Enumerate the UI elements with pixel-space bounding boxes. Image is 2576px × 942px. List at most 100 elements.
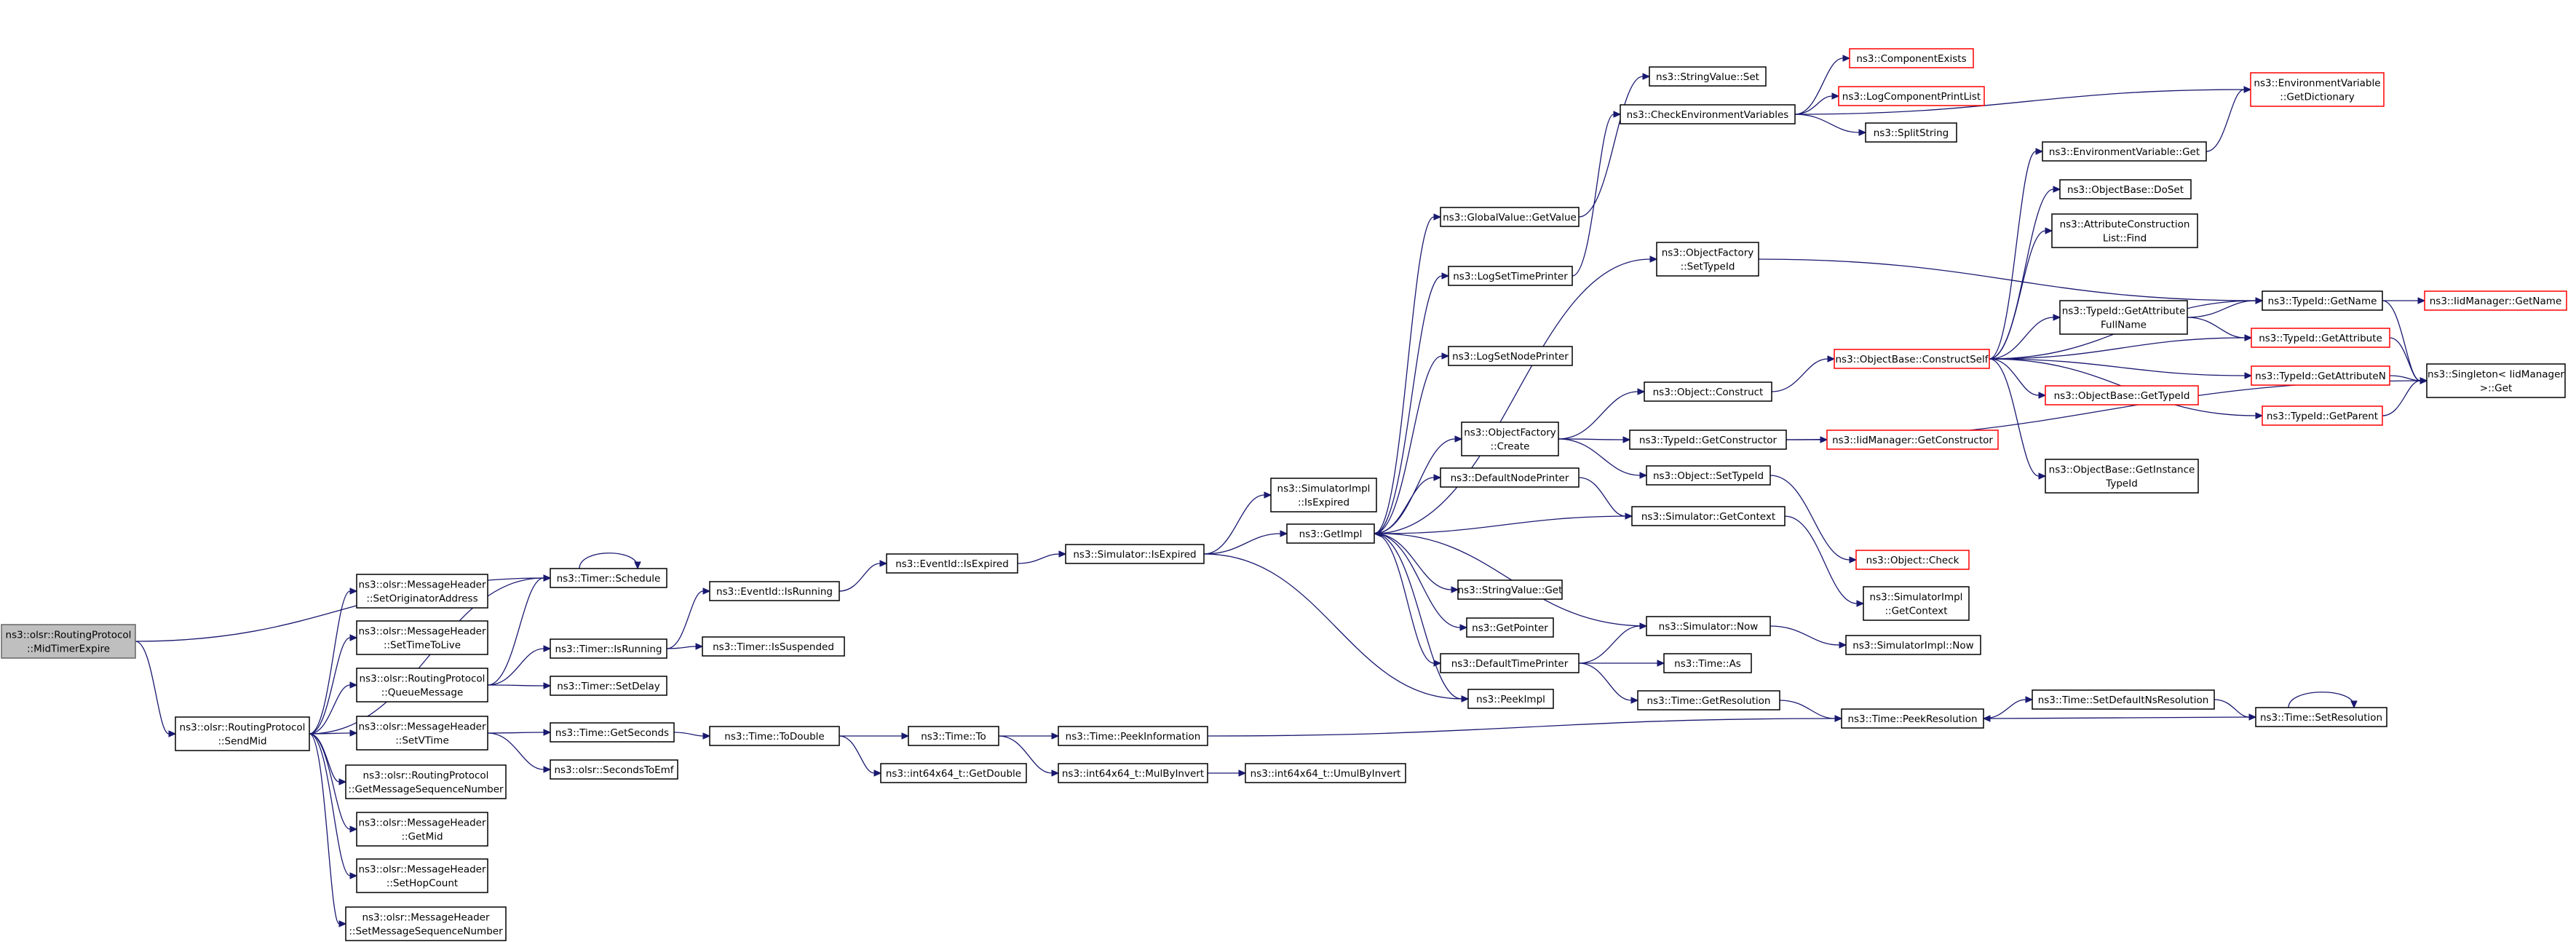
function-node-ob-doset[interactable]: ns3::ObjectBase::DoSet [2059,179,2192,199]
function-node-iidmgr-getconstructor[interactable]: ns3::IidManager::GetConstructor [1826,430,1999,450]
function-node-rp-getseq[interactable]: ns3::olsr::RoutingProtocol::GetMessageSe… [345,764,507,799]
function-node-eventid-isexpired[interactable]: ns3::EventId::IsExpired [886,553,1018,574]
call-edge-line [2206,89,2245,152]
function-node-ob-gettypeid[interactable]: ns3::ObjectBase::GetTypeId [2045,385,2199,405]
function-node-envvar-getdict[interactable]: ns3::EnvironmentVariable::GetDictionary [2250,72,2385,107]
node-label: ns3::TypeId::GetConstructor [1639,435,1778,446]
function-node-logsettimeprinter[interactable]: ns3::LogSetTimePrinter [1448,266,1573,286]
call-edge-line [1989,317,2054,360]
function-node-of-create[interactable]: ns3::ObjectFactory::Create [1461,421,1559,456]
function-node-stringvalue-set[interactable]: ns3::StringValue::Set [1649,66,1767,87]
function-node-mh-setorig[interactable]: ns3::olsr::MessageHeader::SetOriginatorA… [356,574,488,609]
function-node-logsetnodeprinter[interactable]: ns3::LogSetNodePrinter [1448,346,1573,366]
function-node-time-peekresolution[interactable]: ns3::Time::PeekResolution [1841,708,1984,729]
function-node-time-to[interactable]: ns3::Time::To [908,726,999,746]
call-edge [666,643,704,650]
function-node-int64-umulbyinvert[interactable]: ns3::int64x64_t::UmulByInvert [1245,763,1406,783]
call-edge-line [1374,533,1452,590]
node-box [709,726,840,746]
function-node-mh-setttl[interactable]: ns3::olsr::MessageHeader::SetTimeToLive [356,620,488,655]
function-node-typeid-getname[interactable]: ns3::TypeId::GetName [2262,290,2383,311]
node-label: ns3::olsr::RoutingProtocol [360,673,486,685]
function-node-eventid-isrunning[interactable]: ns3::EventId::IsRunning [709,581,840,601]
call-edge-line [998,735,1053,774]
function-node-timer-isrunning[interactable]: ns3::Timer::IsRunning [550,638,667,659]
function-node-object-settypeid[interactable]: ns3::Object::SetTypeId [1646,465,1771,486]
node-box [550,568,667,588]
function-node-envvar-get[interactable]: ns3::EnvironmentVariable::Get [2042,141,2207,162]
node-label: ns3::ObjectBase::GetInstance [2049,464,2195,476]
call-edge-arrowhead [1637,388,1646,395]
call-edge-arrowhead [702,732,711,740]
function-node-timer-schedule[interactable]: ns3::Timer::Schedule [550,568,667,588]
function-node-mh-setseq[interactable]: ns3::olsr::MessageHeader::SetMessageSequ… [345,906,507,941]
function-node-object-construct[interactable]: ns3::Object::Construct [1644,381,1772,402]
call-edge [1374,272,1450,534]
node-label: ns3::Time::PeekInformation [1066,731,1201,743]
function-node-time-todouble[interactable]: ns3::Time::ToDouble [709,726,840,746]
function-node-logcomponentprintlist[interactable]: ns3::LogComponentPrintList [1838,86,1985,106]
function-node-int64-mulbyinvert[interactable]: ns3::int64x64_t::MulByInvert [1058,763,1208,783]
function-node-getimpl[interactable]: ns3::GetImpl [1286,523,1375,544]
call-edge [1374,533,1442,667]
function-node-typeid-getattributen[interactable]: ns3::TypeId::GetAttributeN [2251,365,2390,386]
function-node-time-peekinfo[interactable]: ns3::Time::PeekInformation [1058,726,1208,746]
function-node-time-setresolution[interactable]: ns3::Time::SetResolution [2255,707,2387,727]
function-node-peekimpl[interactable]: ns3::PeekImpl [1467,689,1554,709]
node-label: ns3::Simulator::IsExpired [1073,549,1196,561]
function-node-rp-queue[interactable]: ns3::olsr::RoutingProtocol::QueueMessage [356,668,488,702]
function-node-stringvalue-get[interactable]: ns3::StringValue::Get [1457,579,1563,600]
function-node-componentexists[interactable]: ns3::ComponentExists [1849,48,1974,68]
function-node-of-settypeid[interactable]: ns3::ObjectFactory::SetTypeId [1656,242,1759,277]
function-node-getpointer[interactable]: ns3::GetPointer [1466,617,1554,638]
function-node-time-getresolution[interactable]: ns3::Time::GetResolution [1637,690,1780,711]
function-node-simimpl-isexpired[interactable]: ns3::SimulatorImpl::IsExpired [1270,478,1377,512]
function-node-olsr-secondstoemf[interactable]: ns3::olsr::SecondsToEmf [550,759,678,780]
function-node-sim-getcontext[interactable]: ns3::Simulator::GetContext [1631,506,1786,526]
function-node-object-check[interactable]: ns3::Object::Check [1855,550,1970,570]
node-box [1646,616,1771,636]
function-node-iidmgr-getname[interactable]: ns3::IidManager::GetName [2424,290,2567,311]
function-node-singleton-get[interactable]: ns3::Singleton< IidManager >::Get [2426,363,2566,398]
function-node-ob-constructself[interactable]: ns3::ObjectBase::ConstructSelf [1834,349,1990,369]
function-node-time-setdefaultns[interactable]: ns3::Time::SetDefaultNsResolution [2032,689,2215,710]
node-box [1448,266,1573,286]
function-node-defaultnodeprinter[interactable]: ns3::DefaultNodePrinter [1440,467,1580,488]
function-node-sim-now[interactable]: ns3::Simulator::Now [1646,616,1771,636]
function-node-timer-issuspended[interactable]: ns3::Timer::IsSuspended [702,636,845,657]
function-node-mh-getmid[interactable]: ns3::olsr::MessageHeader::GetMid [356,812,488,847]
node-label: ns3::int64x64_t::MulByInvert [1062,768,1204,780]
function-node-mh-setvtime[interactable]: ns3::olsr::MessageHeader::SetVTime [356,716,488,751]
function-node-typeid-getattribute[interactable]: ns3::TypeId::GetAttribute [2251,328,2390,348]
node-label: ns3::Timer::IsRunning [555,644,662,655]
call-edge-line [673,732,704,737]
call-edge [487,729,552,736]
function-node-sim-isexpired[interactable]: ns3::Simulator::IsExpired [1065,544,1205,564]
function-node-time-as[interactable]: ns3::Time::As [1663,653,1752,673]
call-edge [487,574,552,686]
function-node-int64-getdouble[interactable]: ns3::int64x64_t::GetDouble [880,763,1027,783]
call-edge-arrowhead [1441,272,1450,280]
function-node-simimpl-now[interactable]: ns3::SimulatorImpl::Now [1845,635,1981,655]
function-node-gv-getvalue[interactable]: ns3::GlobalValue::GetValue [1440,207,1580,227]
function-node-splitstring[interactable]: ns3::SplitString [1865,122,1957,143]
call-edge-arrowhead [2417,297,2426,304]
function-node-typeid-getconstructor[interactable]: ns3::TypeId::GetConstructor [1629,430,1787,450]
function-node-defaulttimeprinter[interactable]: ns3::DefaultTimePrinter [1440,653,1580,673]
call-edge-arrowhead [1639,472,1648,479]
function-node-sendmid[interactable]: ns3::olsr::RoutingProtocol::SendMid [175,716,310,751]
function-node-timer-setdelay[interactable]: ns3::Timer::SetDelay [550,676,667,696]
function-node-mh-sethop[interactable]: ns3::olsr::MessageHeader::SetHopCount [356,858,488,893]
function-node-typeid-getparent[interactable]: ns3::TypeId::GetParent [2262,405,2383,426]
function-node-simimpl-getcontext[interactable]: ns3::SimulatorImpl::GetContext [1863,586,1970,621]
call-edge-line [1989,358,2246,376]
function-node-checkenv[interactable]: ns3::CheckEnvironmentVariables [1620,104,1796,124]
call-edge-arrowhead [2053,314,2061,321]
function-node-time-getseconds[interactable]: ns3::Time::GetSeconds [550,722,675,743]
call-edge-line [1758,258,2256,301]
call-edge-arrowhead [2243,86,2252,93]
node-box [2251,328,2390,348]
